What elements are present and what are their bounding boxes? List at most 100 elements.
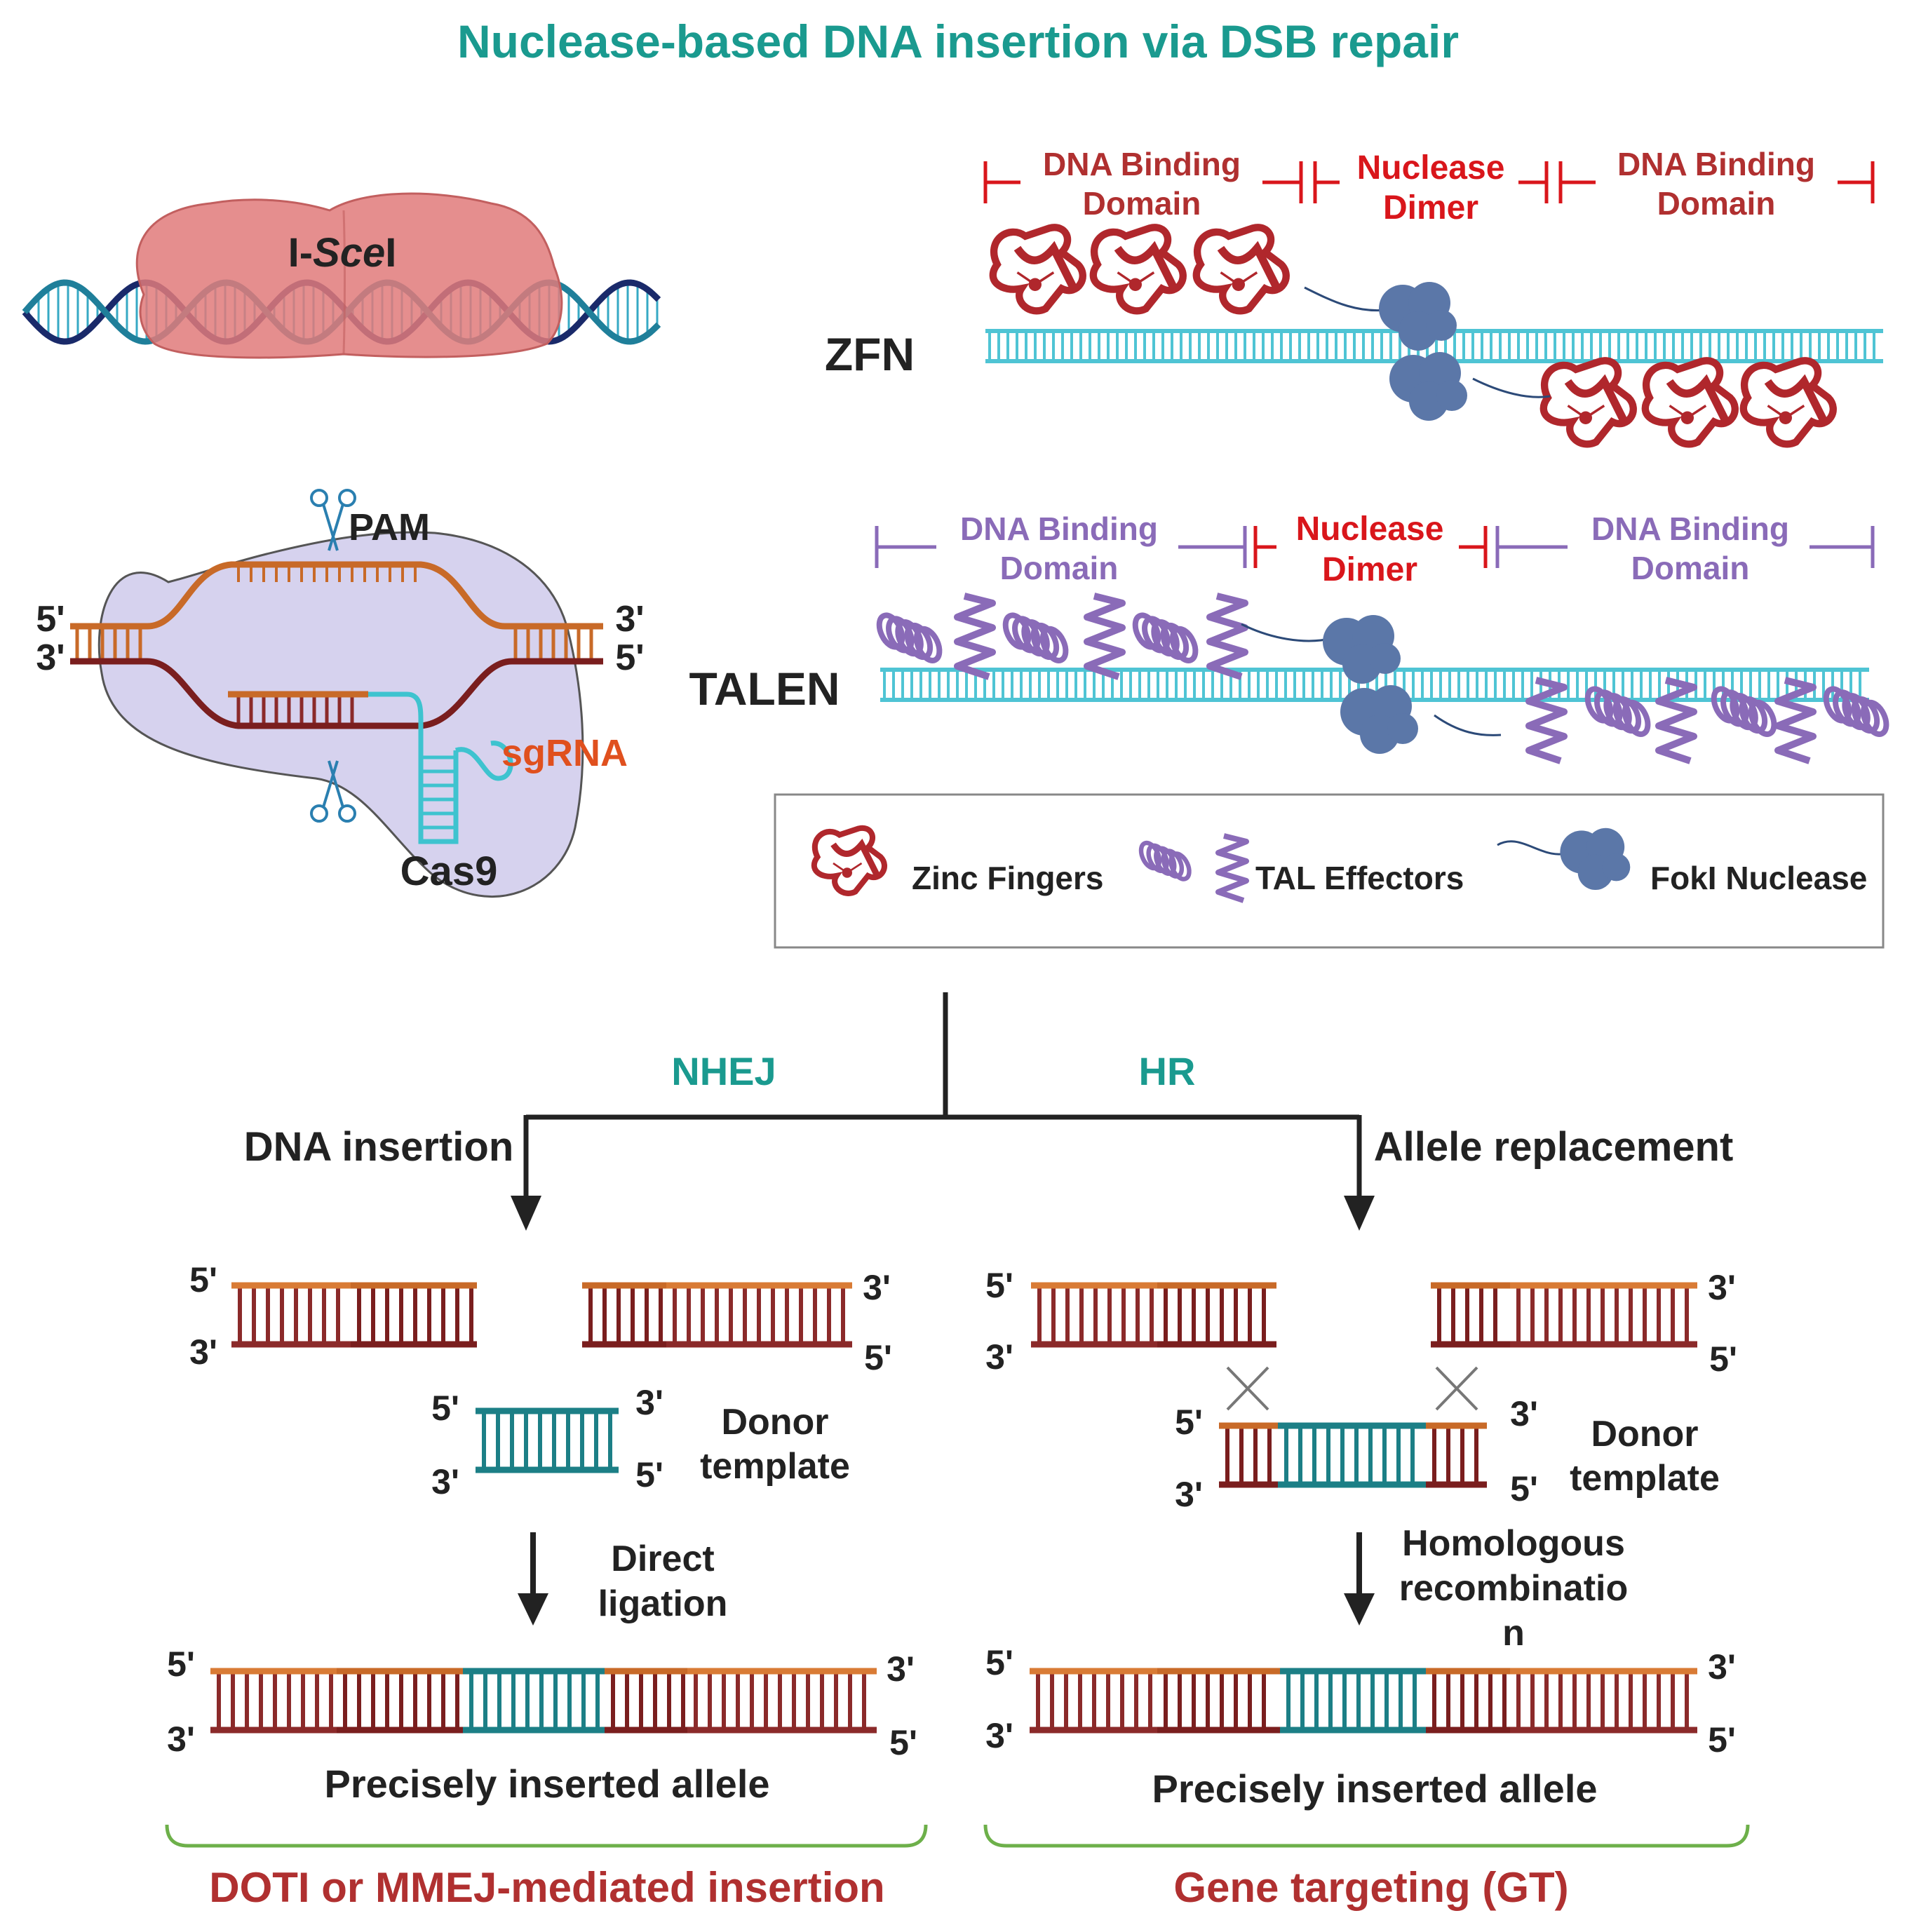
dna-block [1031, 1282, 1157, 1348]
scissors-icon [310, 489, 356, 551]
zinc-finger-icon [1641, 357, 1739, 448]
tal-effector-icon [1655, 677, 1697, 764]
talen-right-domain-label-2: Domain [1631, 550, 1750, 586]
zinc-finger-icon [1192, 224, 1290, 315]
right-outcome-bracket [983, 1824, 1750, 1848]
strand-end-label: 5' [985, 1643, 1013, 1682]
dna-block [1426, 1422, 1487, 1488]
sgrna-label: sgRNA [501, 732, 628, 774]
right-inserted-allele [1030, 1668, 1697, 1734]
left-outcome-label: DOTI or MMEJ-mediated insertion [209, 1864, 884, 1911]
dna-block [337, 1668, 463, 1734]
cas9-left-3-label: 3' [36, 637, 65, 678]
dna-block [1426, 1668, 1510, 1734]
dna-block [1219, 1422, 1278, 1488]
legend-box: Zinc Fingers TAL Effectors FokI Nuclease [774, 793, 1885, 949]
iscei-illustration: I-SceI [22, 192, 661, 359]
talen-panel: DNA Binding Domain Nuclease Dimer DNA Bi… [689, 511, 1889, 764]
right-result-label: Precisely inserted allele [1152, 1767, 1597, 1811]
foki-nuclease-icon [1497, 827, 1631, 890]
dna-block [1157, 1282, 1276, 1348]
scissors-icon [310, 760, 356, 823]
legend-tal-label: TAL Effectors [1255, 860, 1464, 896]
legend-zinc-label: Zinc Fingers [912, 860, 1103, 896]
right-broken-end-2 [1431, 1282, 1697, 1348]
dna-block [1278, 1422, 1426, 1488]
foki-nuclease-icon [1323, 615, 1401, 684]
tal-effector-icon [1823, 686, 1889, 737]
strand-end-label: 3' [1708, 1647, 1736, 1687]
tal-effector-icon [1132, 612, 1199, 663]
allele-replacement-label: Allele replacement [1374, 1124, 1734, 1170]
dna-block [1510, 1668, 1697, 1734]
arrow-down-icon [518, 1593, 548, 1626]
strand-end-label: 5' [1175, 1403, 1203, 1442]
strand-end-label: 3' [167, 1720, 195, 1759]
strand-end-label: 3' [1708, 1268, 1736, 1307]
tal-effector-icon [1774, 677, 1817, 764]
zfn-panel: DNA Binding Domain Nuclease Dimer DNA Bi… [825, 146, 1883, 448]
dna-block [351, 1282, 477, 1348]
strand-end-label: 3' [863, 1268, 891, 1307]
foki-nuclease-icon [1379, 282, 1457, 351]
cas9-right-5-label: 5' [615, 637, 644, 678]
left-step-label: Direct [611, 1539, 714, 1579]
right-outcome-label: Gene targeting (GT) [1173, 1864, 1568, 1911]
talen-dimer-label-2: Dimer [1322, 551, 1417, 588]
tal-effector-icon [876, 612, 943, 663]
tal-effector-icon [1525, 677, 1568, 764]
strand-end-label: 3' [1510, 1394, 1538, 1433]
tal-effector-icon [954, 593, 996, 680]
tal-effector-icon [1584, 686, 1651, 737]
dna-block [666, 1282, 852, 1348]
tal-effector-icon [1138, 833, 1250, 903]
zfn-right-domain-label-2: Domain [1657, 185, 1776, 222]
left-broken-end-2 [582, 1282, 852, 1348]
talen-left-domain-label-2: Domain [1000, 550, 1119, 586]
cas9-illustration: PAM sgRNA Cas9 5' 3' 3' 5' [36, 489, 645, 898]
strand-end-label: 5' [1708, 1720, 1736, 1759]
strand-end-label: 5' [431, 1389, 459, 1428]
foki-nuclease-icon [1340, 685, 1418, 754]
tal-effector-icon [1138, 840, 1192, 881]
repair-dna-segments [210, 1282, 1697, 1734]
hr-label: HR [1139, 1049, 1196, 1093]
crossover-x-icon [1435, 1366, 1478, 1411]
strand-end-label: 3' [985, 1337, 1013, 1377]
zfn-label: ZFN [825, 328, 915, 380]
strand-end-labels: 5'3'3'5'5'3'3'5'5'3'3'5'5'3'3'5'5'3'3'5'… [167, 1260, 1737, 1762]
figure-title: Nuclease-based DNA insertion via DSB rep… [457, 15, 1459, 67]
zfn-dna-strand [985, 329, 1883, 363]
zfn-dimer-label-2: Dimer [1383, 189, 1478, 227]
pathway-tree [523, 992, 1362, 1196]
zinc-finger-icon [1089, 224, 1187, 315]
dna-block [1280, 1668, 1426, 1734]
left-donor-label-2: template [700, 1446, 850, 1487]
right-donor-label: Donor [1591, 1414, 1698, 1454]
tal-effector-icon [1711, 686, 1777, 737]
dna-block [463, 1668, 605, 1734]
talen-right-domain-label: DNA Binding [1591, 511, 1789, 547]
strand-end-label: 5' [985, 1266, 1013, 1305]
strand-end-label: 5' [1709, 1339, 1737, 1379]
strand-end-label: 5' [189, 1260, 217, 1299]
zinc-finger-icon [1739, 357, 1837, 448]
dna-insertion-label: DNA insertion [244, 1124, 514, 1170]
talen-left-domain-label: DNA Binding [960, 511, 1158, 547]
zfn-left-domain-label: DNA Binding [1043, 146, 1241, 182]
foki-nuclease-icon [1560, 827, 1631, 890]
strand-end-label: 5' [167, 1644, 195, 1684]
right-donor-label-2: template [1570, 1458, 1720, 1499]
zinc-finger-icon [811, 825, 887, 896]
cas9-dna-bubble [70, 561, 603, 729]
dna-block [210, 1668, 337, 1734]
strand-end-label: 3' [985, 1716, 1013, 1755]
foki-nuclease-icon [1389, 352, 1467, 421]
dna-block [582, 1282, 666, 1348]
tal-effector-icon [1206, 593, 1248, 680]
strand-end-label: 3' [189, 1332, 217, 1372]
dna-block [231, 1282, 351, 1348]
dna-block [1157, 1668, 1280, 1734]
